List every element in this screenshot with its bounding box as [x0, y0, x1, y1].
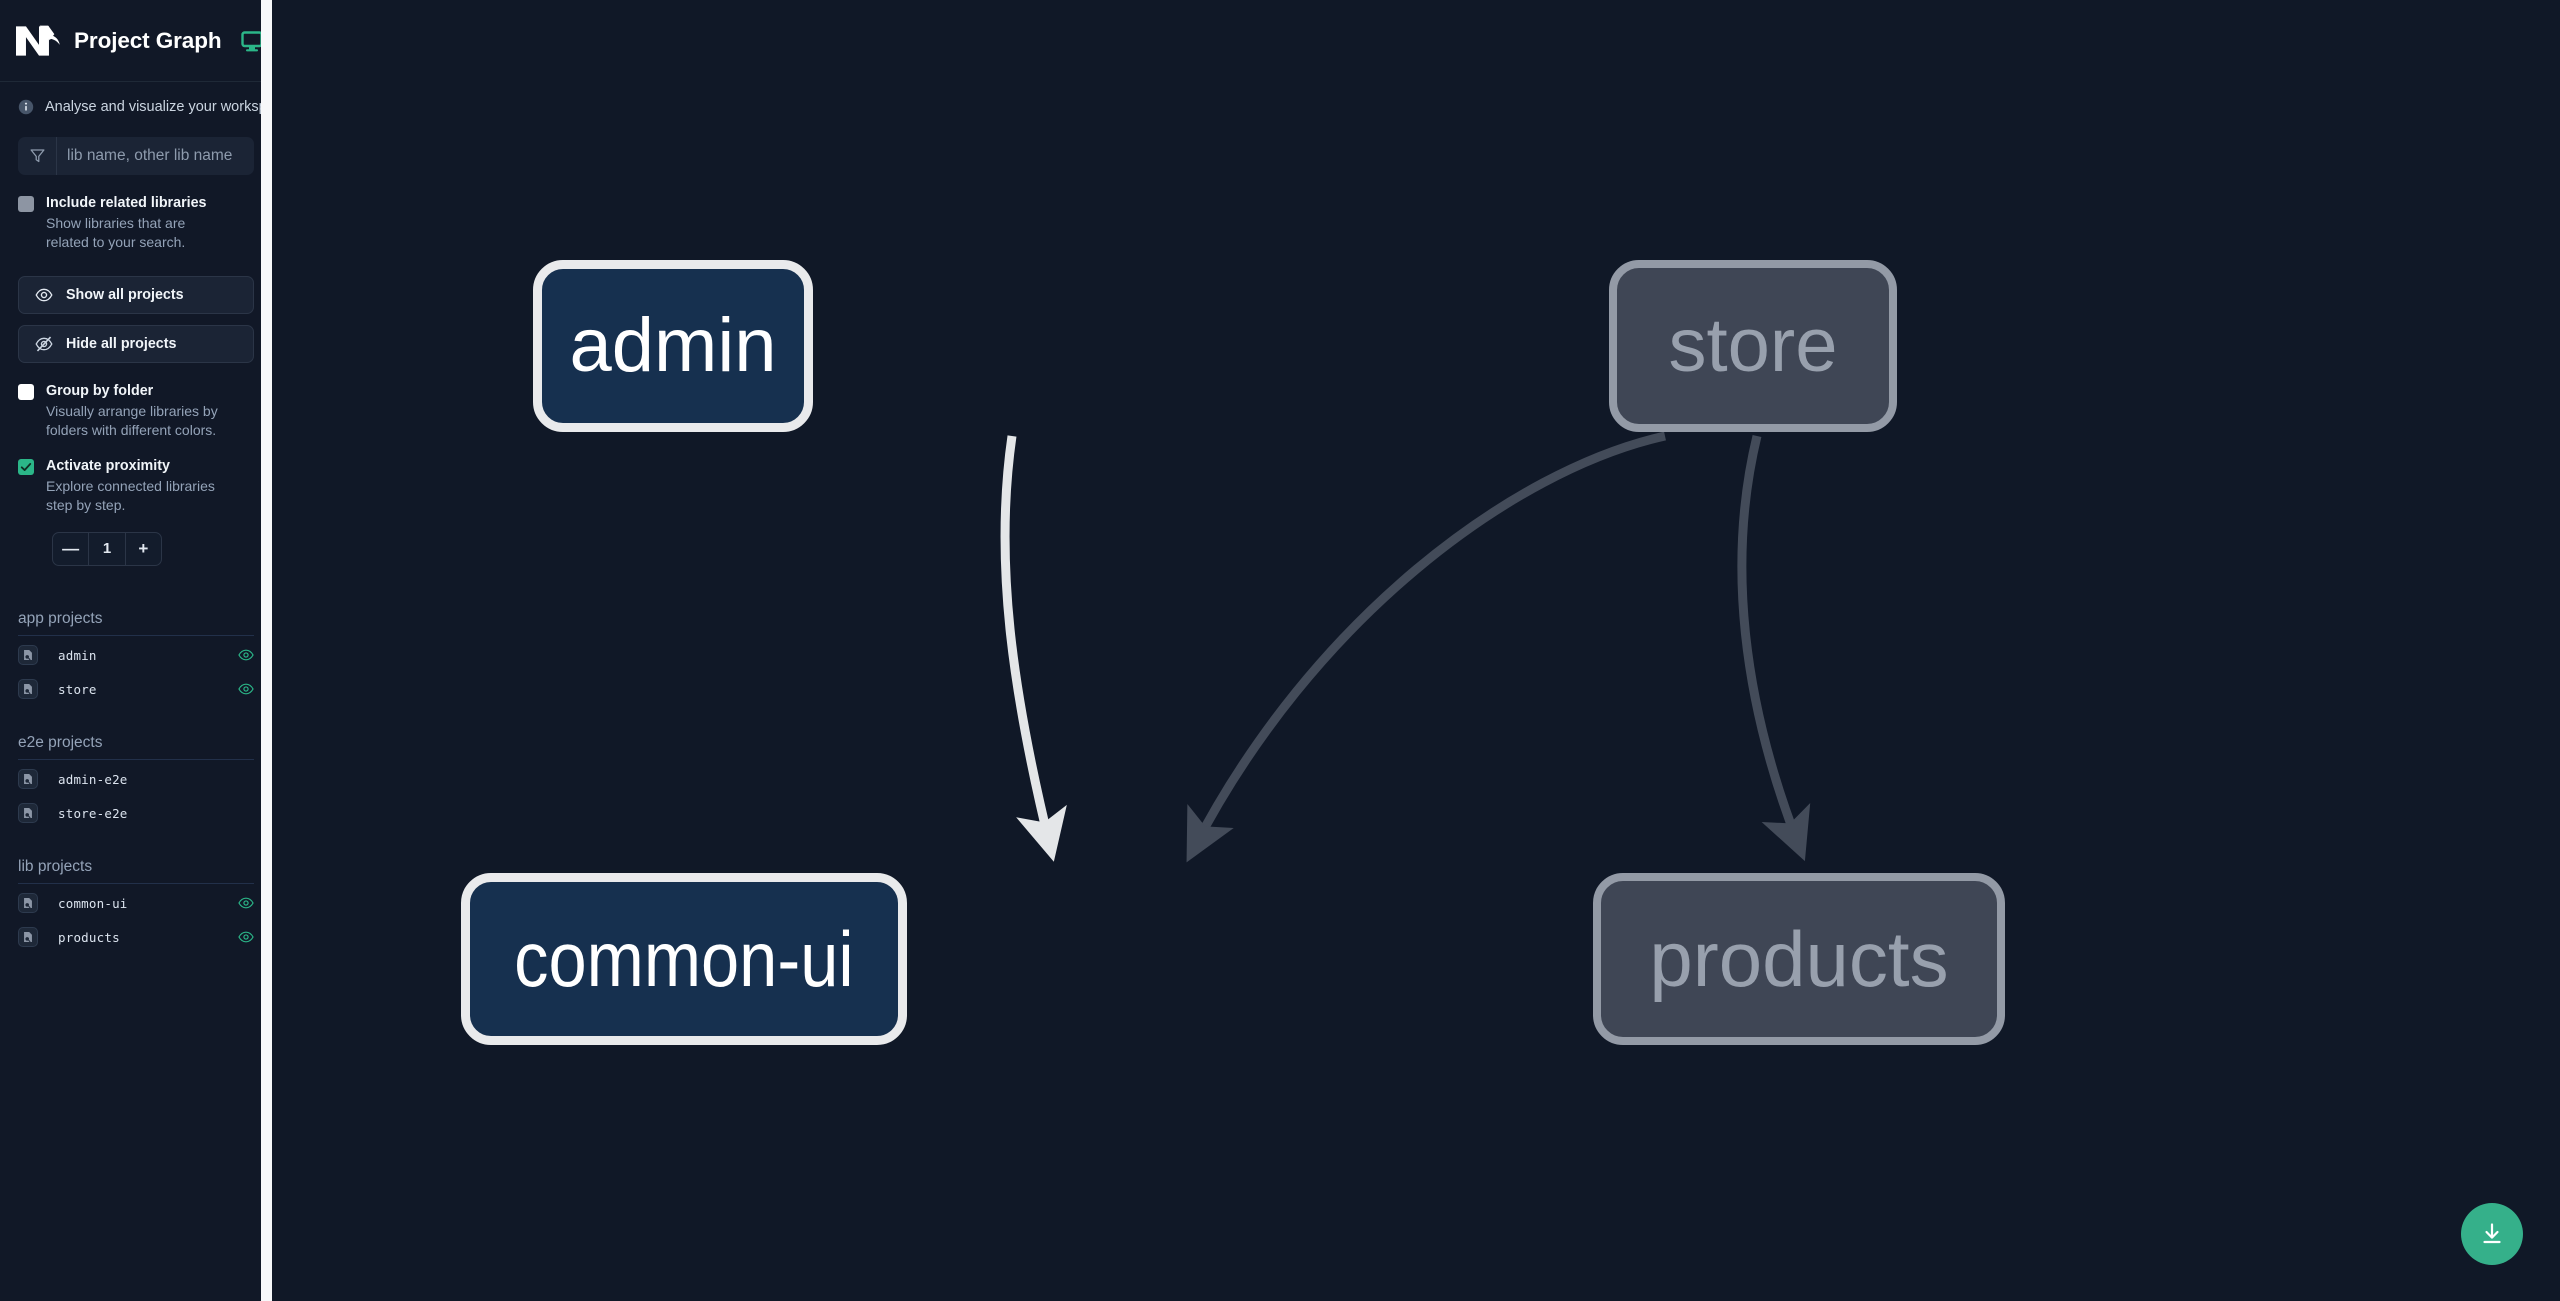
group-by-folder-label: Group by folder	[46, 382, 154, 399]
sidebar-resize-handle[interactable]	[261, 0, 272, 1301]
activate-proximity-checkbox[interactable]	[18, 458, 34, 475]
proximity-decrement-button[interactable]: —	[62, 538, 80, 558]
hide-all-projects-label: Hide all projects	[66, 335, 177, 352]
group-by-folder-description: Visually arrange libraries by folders wi…	[46, 403, 218, 439]
nx-logo-icon	[16, 25, 60, 56]
filter-funnel-icon	[29, 149, 45, 163]
include-related-libraries-label: Include related libraries	[46, 194, 207, 211]
option-include-related-libraries[interactable]: Include related libraries Show libraries…	[18, 194, 254, 253]
project-row-store[interactable]: store	[18, 670, 254, 704]
page-title: Project Graph	[74, 27, 222, 53]
graph-node-products[interactable]: products	[1593, 873, 2005, 1045]
document-search-icon	[24, 808, 32, 819]
project-file-icon	[18, 769, 38, 790]
sidebar-header: Project Graph	[0, 0, 272, 82]
project-visibility-placeholder	[238, 805, 254, 821]
project-group-app: app projects admin	[0, 600, 272, 704]
checkmark-icon	[20, 462, 32, 471]
project-name: store-e2e	[58, 805, 128, 821]
search-input[interactable]	[57, 136, 254, 175]
graph-node-label: admin	[569, 303, 777, 388]
group-by-folder-checkbox[interactable]	[18, 383, 34, 400]
project-file-icon	[18, 927, 38, 948]
document-search-icon	[24, 898, 32, 909]
document-search-icon	[24, 932, 32, 943]
option-activate-proximity[interactable]: Activate proximity Explore connected lib…	[18, 457, 254, 516]
project-row-admin[interactable]: admin	[18, 636, 254, 670]
project-file-icon	[18, 645, 38, 666]
proximity-increment-button[interactable]: +	[124, 532, 161, 565]
sidebar: Project Graph Analyse and visualize your…	[0, 0, 272, 1301]
project-name: products	[58, 929, 120, 945]
graph-node-admin[interactable]: admin	[533, 260, 813, 432]
document-search-icon	[24, 684, 32, 695]
download-graph-button[interactable]	[2461, 1203, 2523, 1265]
graph-node-label: products	[1649, 915, 1949, 1003]
project-name: store	[58, 681, 97, 697]
graph-edges	[1000, 431, 1811, 863]
monitor-icon[interactable]	[240, 29, 264, 53]
project-group-lib: lib projects common-ui	[0, 848, 272, 952]
filter-funnel-icon-box	[18, 136, 57, 175]
eye-icon	[35, 288, 53, 302]
project-visibility-eye-icon[interactable]	[238, 647, 254, 663]
proximity-value: 1	[88, 532, 124, 565]
activate-proximity-description: Explore connected libraries step by step…	[46, 477, 215, 514]
edge-store-to-common-ui	[1186, 431, 1666, 863]
project-row-products[interactable]: products	[18, 918, 254, 952]
project-visibility-placeholder	[238, 771, 254, 787]
project-row-admin-e2e[interactable]: admin-e2e	[18, 760, 254, 794]
graph-node-label: store	[1668, 303, 1838, 388]
graph-node-label: common-ui	[514, 915, 854, 1003]
project-file-icon	[18, 893, 38, 914]
project-group-heading: lib projects	[18, 848, 254, 884]
show-all-projects-button[interactable]: Show all projects	[18, 275, 254, 314]
project-name: admin	[58, 647, 97, 663]
proximity-stepper: — 1 +	[52, 531, 162, 566]
tagline: Analyse and visualize your workspace.	[0, 82, 272, 131]
info-icon	[18, 100, 34, 115]
eye-off-icon	[35, 336, 53, 352]
show-all-projects-label: Show all projects	[66, 286, 184, 303]
project-group-heading: app projects	[18, 600, 254, 636]
download-icon	[2483, 1223, 2501, 1244]
document-search-icon	[24, 774, 32, 785]
project-group-e2e: e2e projects admin-e2e	[0, 724, 272, 828]
tagline-text: Analyse and visualize your workspace.	[45, 99, 272, 115]
project-name: admin-e2e	[58, 771, 128, 787]
hide-all-projects-button[interactable]: Hide all projects	[18, 324, 254, 363]
document-search-icon	[24, 650, 32, 661]
project-group-heading: e2e projects	[18, 724, 254, 760]
activate-proximity-label: Activate proximity	[46, 457, 170, 474]
project-row-store-e2e[interactable]: store-e2e	[18, 794, 254, 828]
graph-canvas[interactable]: admin store common-ui products	[272, 0, 2560, 1301]
edge-admin-to-common-ui	[1000, 435, 1067, 862]
project-visibility-eye-icon[interactable]	[238, 681, 254, 697]
project-row-common-ui[interactable]: common-ui	[18, 884, 254, 918]
graph-node-common-ui[interactable]: common-ui	[461, 873, 907, 1045]
project-file-icon	[18, 679, 38, 700]
project-file-icon	[18, 803, 38, 824]
include-related-libraries-checkbox[interactable]	[18, 195, 34, 212]
project-name: common-ui	[58, 895, 128, 911]
include-related-libraries-description: Show libraries that are related to your …	[46, 215, 186, 251]
edge-store-to-products	[1737, 434, 1811, 862]
option-group-by-folder[interactable]: Group by folder Visually arrange librari…	[18, 382, 254, 441]
search-bar	[18, 136, 254, 175]
graph-node-store[interactable]: store	[1609, 260, 1897, 432]
project-visibility-eye-icon[interactable]	[238, 929, 254, 945]
project-visibility-eye-icon[interactable]	[238, 895, 254, 911]
